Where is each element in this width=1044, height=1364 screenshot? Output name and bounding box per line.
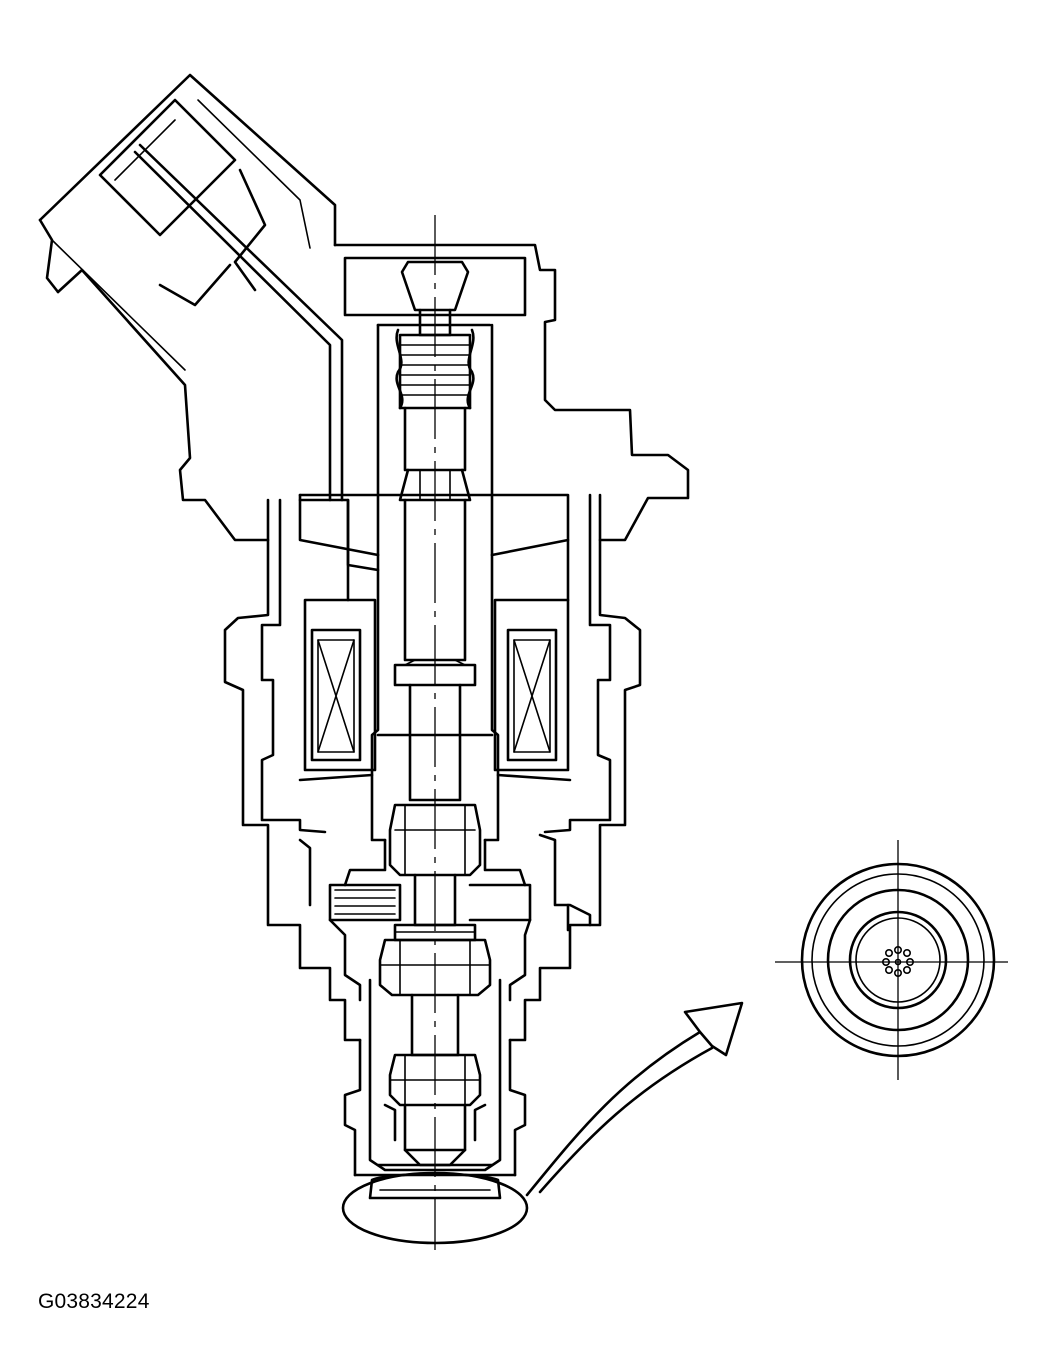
spray-holes (881, 945, 914, 977)
connector-housing (38, 73, 344, 542)
body (223, 493, 642, 1042)
solenoid-coil-right (493, 538, 570, 772)
figure-id-label: G03834224 (38, 1290, 150, 1313)
inlet-cap (333, 243, 690, 557)
needle-valve (378, 498, 492, 1167)
callout-arrow (525, 1001, 744, 1197)
solenoid-coil-left (303, 498, 377, 772)
nozzle-detail-view (775, 840, 1008, 1080)
